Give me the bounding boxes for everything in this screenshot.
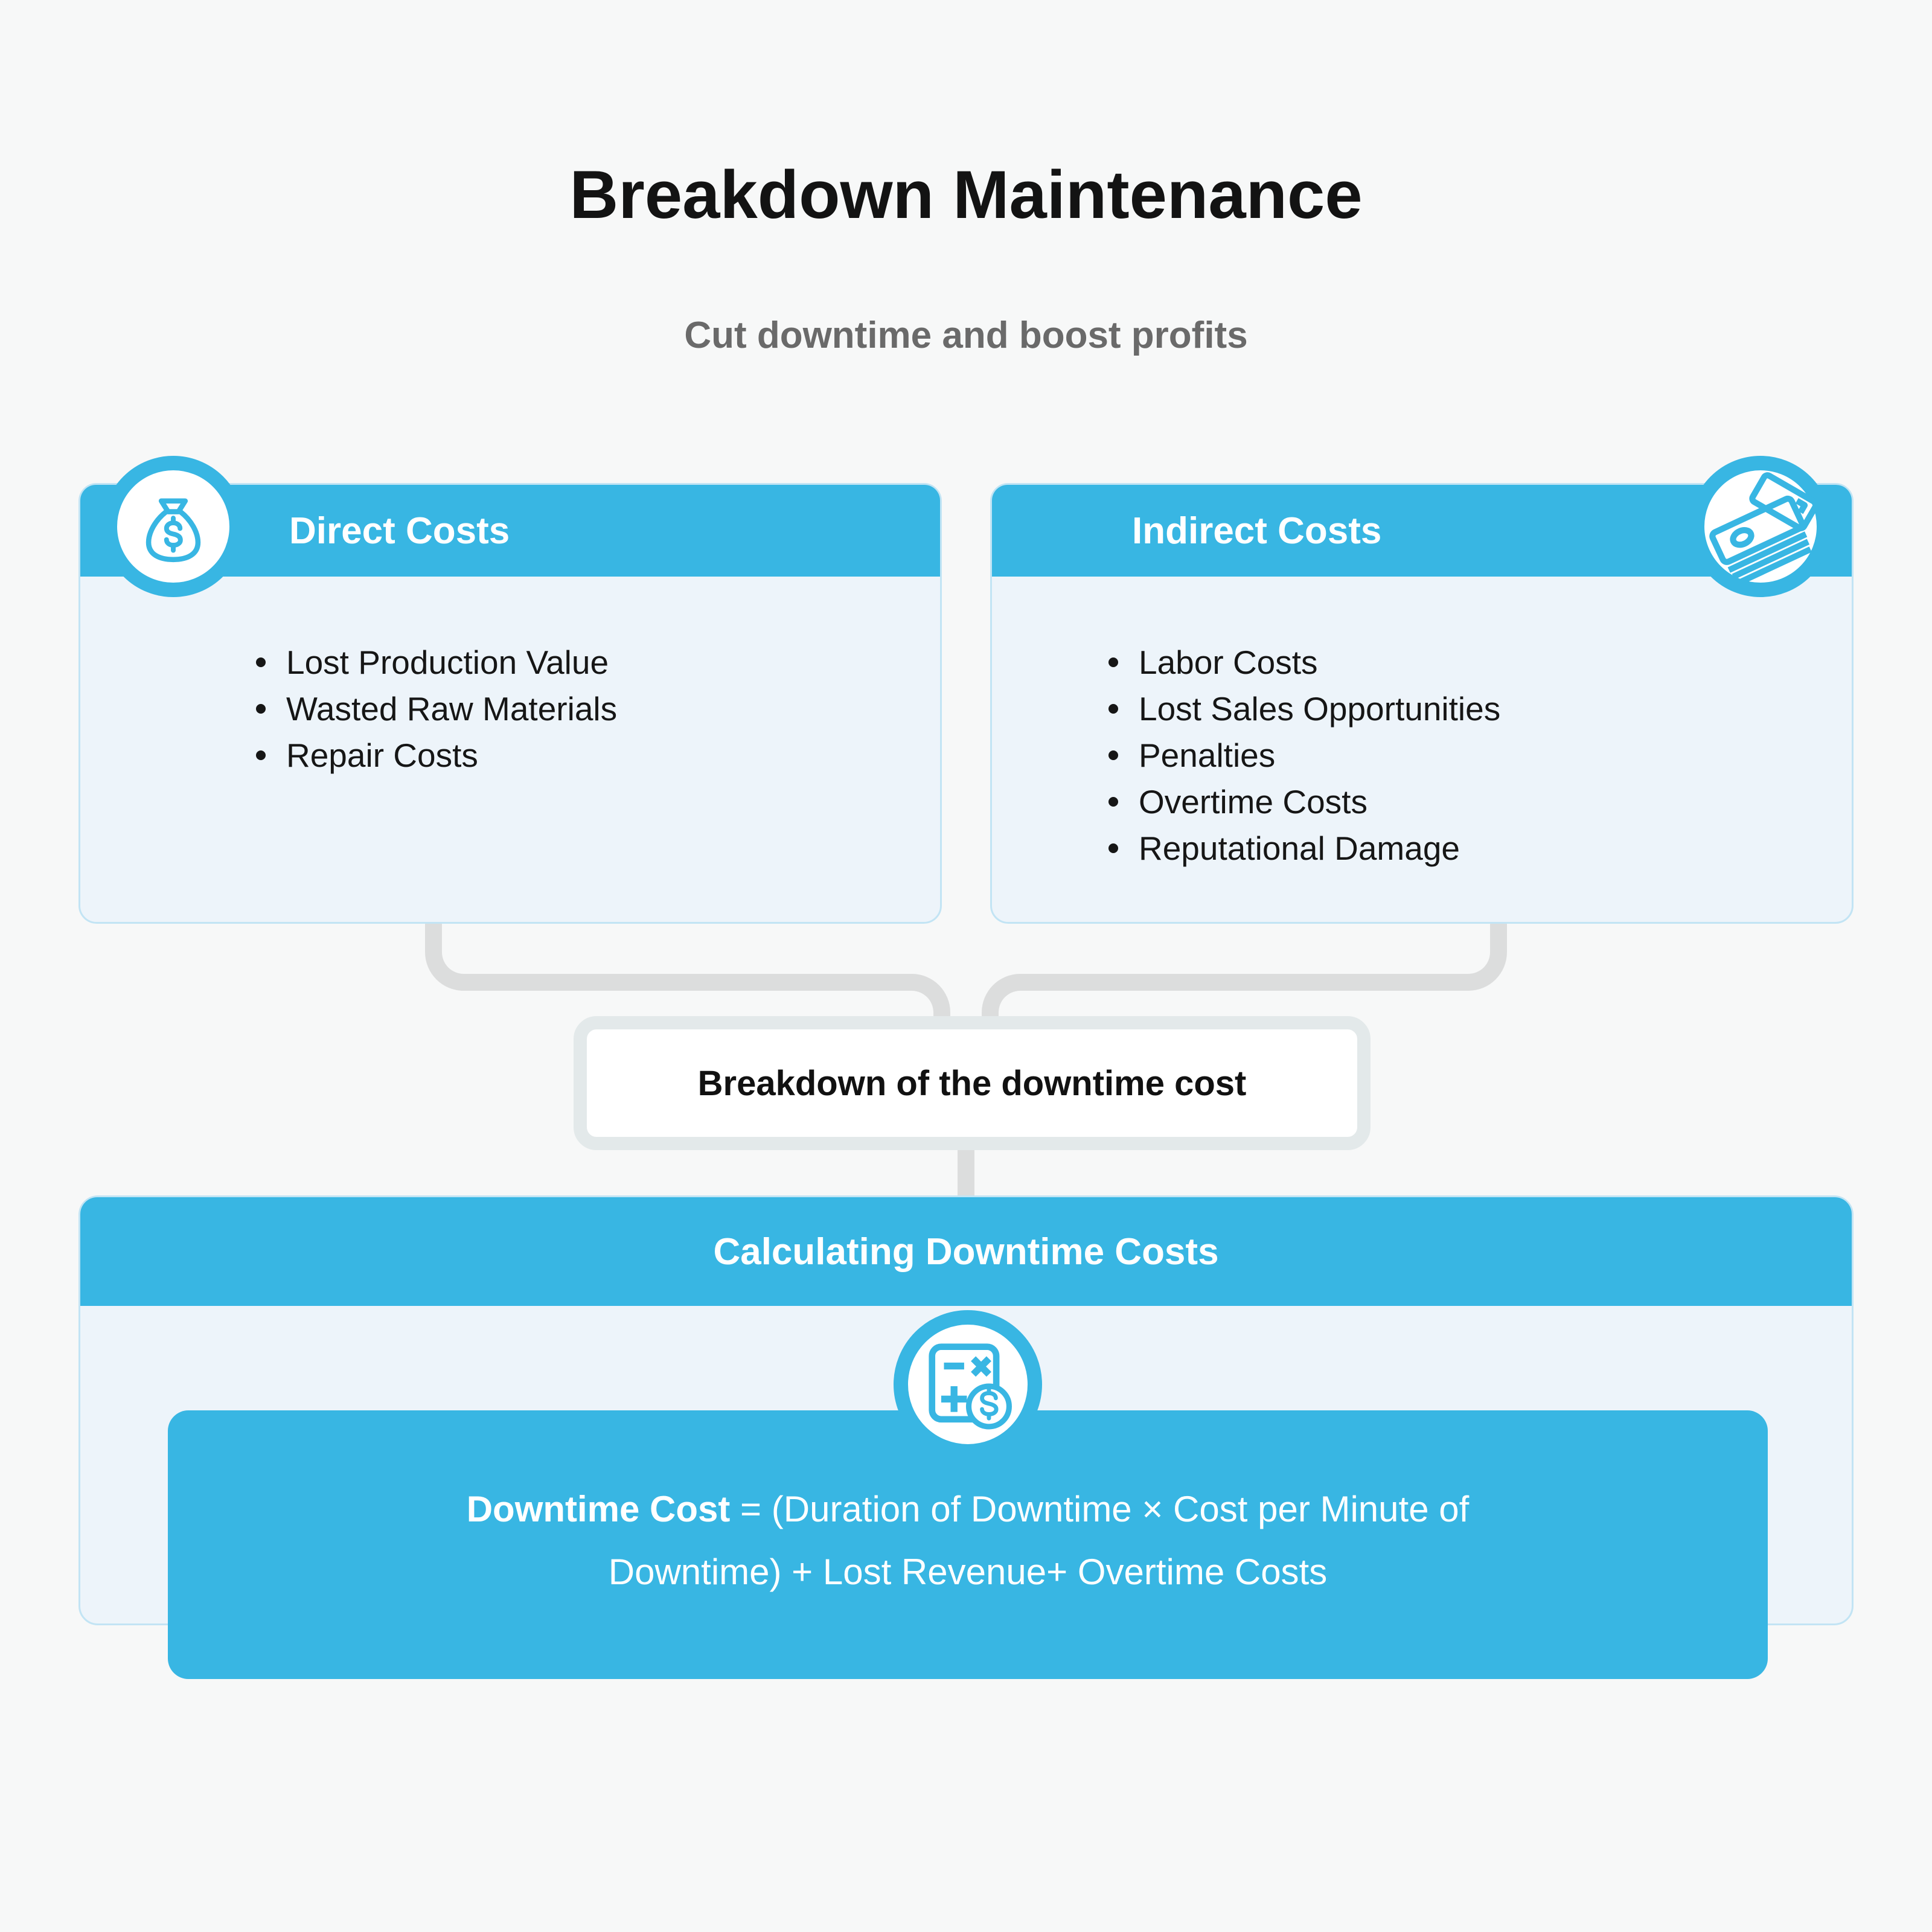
list-item: Lost Sales Opportunities (1108, 685, 1500, 732)
cash-stack-icon (1705, 471, 1817, 583)
formula-term: Downtime Cost (466, 1489, 731, 1529)
bullet-dot (256, 750, 266, 760)
bullet-dot (1108, 796, 1118, 807)
indirect-costs-card: Indirect Costs (990, 456, 1854, 924)
list-item: Wasted Raw Materials (256, 685, 617, 732)
money-bag-icon (133, 484, 213, 569)
bullet-dot (1108, 703, 1118, 714)
connector-right-elbow (1298, 918, 1507, 991)
page-title: Breakdown Maintenance (569, 157, 1363, 232)
indirect-costs-list: Labor Costs Lost Sales Opportunities Pen… (1108, 639, 1500, 871)
connector-left-to-box (634, 974, 950, 1022)
list-item: Lost Production Value (256, 639, 617, 685)
connector-box-to-section (958, 1146, 974, 1199)
formula-line-2: Downtime) + Lost Revenue+ Overtime Costs (608, 1552, 1328, 1592)
bullet-dot (256, 703, 266, 714)
calculating-section-title: Calculating Downtime Costs (713, 1230, 1219, 1273)
bullet-dot (256, 657, 266, 667)
list-item: Labor Costs (1108, 639, 1500, 685)
calculating-section-header: Calculating Downtime Costs (80, 1197, 1852, 1306)
breakdown-cost-box: Breakdown of the downtime cost (574, 1016, 1371, 1150)
formula-line-1: Downtime Cost = (Duration of Downtime × … (466, 1489, 1470, 1529)
list-item: Overtime Costs (1108, 778, 1500, 825)
direct-costs-icon-badge (103, 456, 244, 597)
list-item: Reputational Damage (1108, 825, 1500, 871)
list-item: Penalties (1108, 732, 1500, 778)
breakdown-cost-label: Breakdown of the downtime cost (697, 1063, 1247, 1103)
bullet-dot (1108, 750, 1118, 760)
connector-left-elbow (425, 918, 634, 991)
calculating-section: Calculating Downtime Costs (78, 1195, 1854, 1679)
direct-costs-list: Lost Production Value Wasted Raw Materia… (256, 639, 617, 778)
calculator-icon-badge (894, 1310, 1042, 1459)
connector-right-to-box (982, 974, 1298, 1022)
direct-costs-card: Direct Costs Lost Production Value Waste… (78, 456, 942, 924)
list-item: Repair Costs (256, 732, 617, 778)
indirect-costs-title: Indirect Costs (1132, 510, 1382, 552)
page-subtitle: Cut downtime and boost profits (684, 315, 1248, 356)
direct-costs-title: Direct Costs (289, 510, 510, 552)
indirect-costs-icon-badge (1690, 456, 1831, 597)
bullet-dot (1108, 843, 1118, 853)
bullet-dot (1108, 657, 1118, 667)
calculator-icon (922, 1339, 1014, 1430)
